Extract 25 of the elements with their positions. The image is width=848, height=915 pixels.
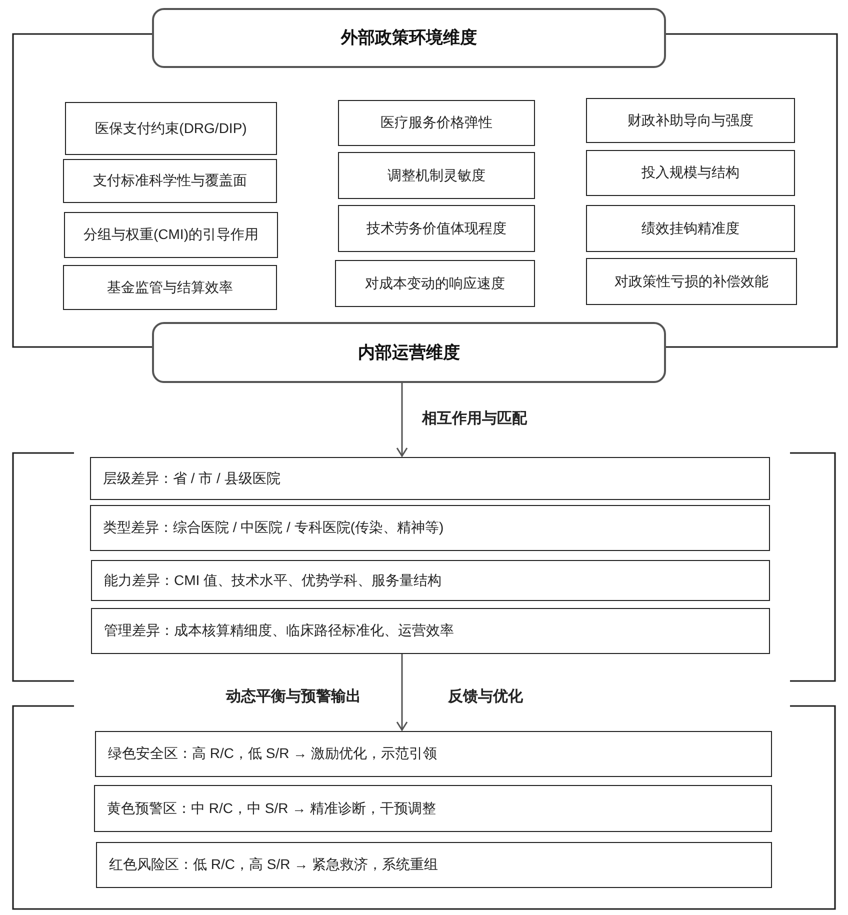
item-box: 对成本变动的响应速度 <box>335 260 535 307</box>
item-box: 层级差异：省 / 市 / 县级医院 <box>90 457 770 500</box>
item-box: 医疗服务价格弹性 <box>338 100 535 146</box>
item-box: 管理差异：成本核算精细度、临床路径标准化、运营效率 <box>91 608 770 654</box>
header-box: 内部运营维度 <box>152 322 666 383</box>
item-box: 调整机制灵敏度 <box>338 152 535 199</box>
item-box: 绿色安全区：高 R/C，低 S/R → 激励优化，示范引领 <box>95 731 772 777</box>
item-box: 绩效挂钩精准度 <box>586 205 795 252</box>
item-box: 技术劳务价值体现程度 <box>338 205 535 252</box>
item-box: 支付标准科学性与覆盖面 <box>63 159 277 203</box>
item-box: 分组与权重(CMI)的引导作用 <box>64 212 278 258</box>
arrow <box>396 654 408 731</box>
item-box: 投入规模与结构 <box>586 150 795 196</box>
item-box: 财政补助导向与强度 <box>586 98 795 143</box>
item-box: 黄色预警区：中 R/C，中 S/R → 精准诊断，干预调整 <box>94 785 772 832</box>
item-box: 类型差异：综合医院 / 中医院 / 专科医院(传染、精神等) <box>90 505 770 551</box>
item-box: 红色风险区：低 R/C，高 S/R → 紧急救济，系统重组 <box>96 842 772 888</box>
item-box: 医保支付约束(DRG/DIP) <box>65 102 277 155</box>
header-box: 外部政策环境维度 <box>152 8 666 68</box>
item-box: 能力差异：CMI 值、技术水平、优势学科、服务量结构 <box>91 560 770 601</box>
item-box: 基金监管与结算效率 <box>63 265 277 310</box>
frame-box <box>12 705 836 910</box>
item-box: 对政策性亏损的补偿效能 <box>586 258 797 305</box>
arrow <box>396 383 408 457</box>
frame-box <box>12 452 836 682</box>
